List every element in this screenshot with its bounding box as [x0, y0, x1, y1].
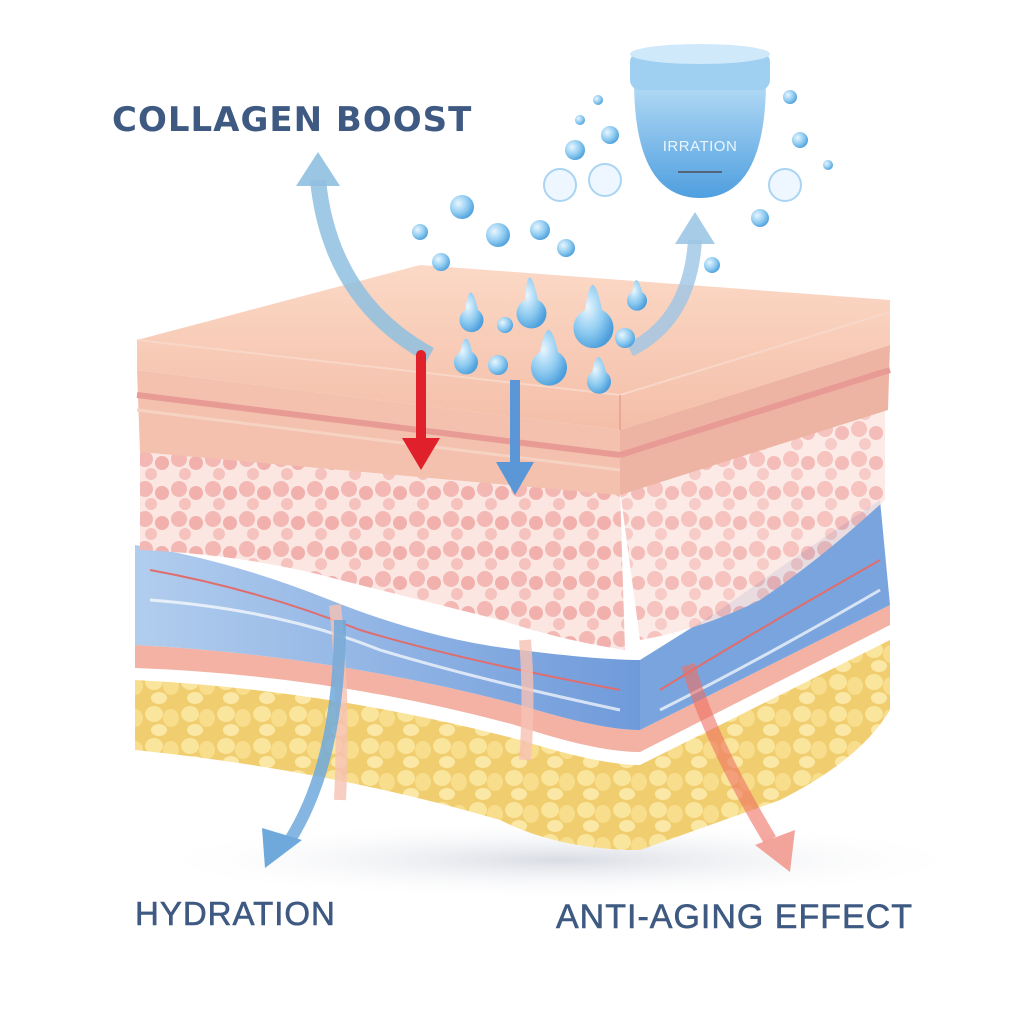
epidermis-strata-side: [620, 345, 890, 495]
collagen-boost-label: COLLAGEN BOOST: [112, 100, 473, 140]
water-droplets: [412, 90, 833, 394]
anti-aging-arrow: [681, 663, 777, 844]
hydration-label: HYDRATION: [135, 895, 336, 933]
product-absorb-arrow: [626, 239, 702, 357]
hydration-arrow: [284, 619, 346, 844]
collagen-boost-arrow: [310, 179, 434, 363]
fat-layer-side: [640, 640, 890, 850]
anti-aging-label: ANTI-AGING EFFECT: [556, 898, 913, 937]
dermis-cells-front: [140, 450, 625, 650]
epidermis-surface: [137, 265, 890, 430]
dermis-cells-side: [620, 405, 885, 640]
dermis-fluid-side: [640, 500, 890, 730]
product-jar: [630, 44, 770, 198]
jar-label: IRRATION: [662, 138, 738, 155]
fat-layer-front: [135, 680, 640, 850]
